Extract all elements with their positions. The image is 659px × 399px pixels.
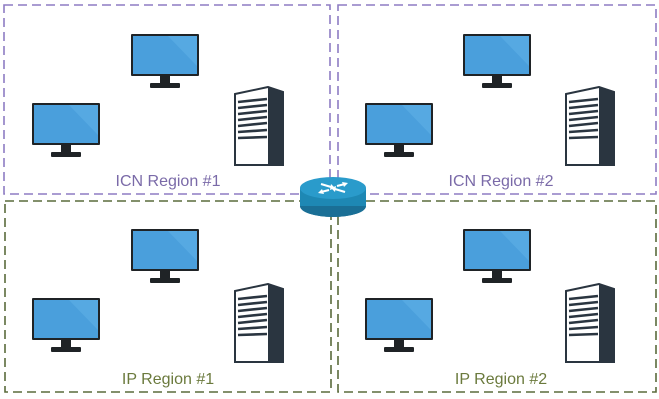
server-tower-icon [565,283,615,363]
server-tower-icon [234,86,284,166]
desktop-monitor-icon [463,34,531,88]
server-tower-icon [234,283,284,363]
region-box-ip-2 [337,200,657,393]
router-icon [300,177,366,217]
server-tower-icon [565,86,615,166]
desktop-monitor-icon [32,298,100,352]
region-label-ip-1: IP Region #1 [122,371,214,388]
region-box-ip-1 [4,200,332,393]
region-box-icn-1 [3,4,331,195]
desktop-monitor-icon [131,34,199,88]
desktop-monitor-icon [32,103,100,157]
desktop-monitor-icon [365,298,433,352]
region-label-icn-2: ICN Region #2 [449,173,554,190]
desktop-monitor-icon [131,229,199,283]
region-label-icn-1: ICN Region #1 [116,173,221,190]
region-box-icn-2 [337,4,657,195]
region-label-ip-2: IP Region #2 [455,371,547,388]
desktop-monitor-icon [463,229,531,283]
desktop-monitor-icon [365,103,433,157]
